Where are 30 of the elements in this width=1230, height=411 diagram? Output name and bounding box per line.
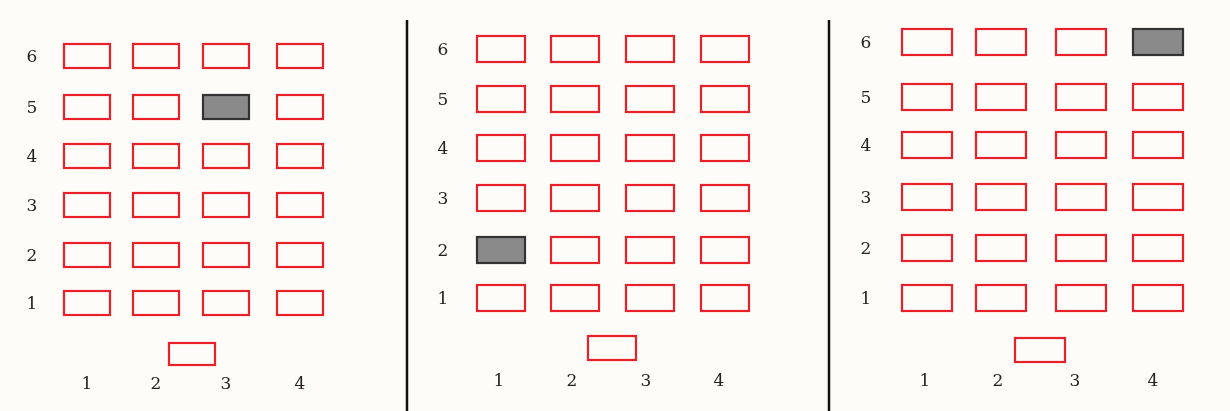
row-number: 5 [859, 87, 873, 107]
row-number: 3 [25, 195, 39, 215]
row-number: 6 [25, 46, 39, 66]
row-number: 2 [859, 238, 873, 258]
column-number: 3 [639, 370, 653, 390]
row-number: 1 [859, 288, 873, 308]
column-number: 4 [1146, 370, 1160, 390]
row-number: 6 [859, 32, 873, 52]
row-number: 2 [25, 245, 39, 265]
row-number: 4 [436, 138, 450, 158]
column-number: 4 [712, 370, 726, 390]
column-number: 2 [149, 373, 163, 393]
row-number: 1 [436, 288, 450, 308]
row-number: 6 [436, 39, 450, 59]
row-number: 1 [25, 293, 39, 313]
column-number: 3 [1068, 370, 1082, 390]
row-number: 3 [436, 188, 450, 208]
column-number: 2 [565, 370, 579, 390]
column-number: 4 [293, 373, 307, 393]
row-number: 4 [859, 135, 873, 155]
row-number: 3 [859, 187, 873, 207]
column-number: 1 [80, 373, 94, 393]
row-number: 5 [436, 89, 450, 109]
column-number: 2 [991, 370, 1005, 390]
column-number: 1 [492, 370, 506, 390]
row-number: 2 [436, 240, 450, 260]
row-number: 4 [25, 146, 39, 166]
column-number: 1 [918, 370, 932, 390]
column-number: 3 [219, 373, 233, 393]
row-number: 5 [25, 97, 39, 117]
